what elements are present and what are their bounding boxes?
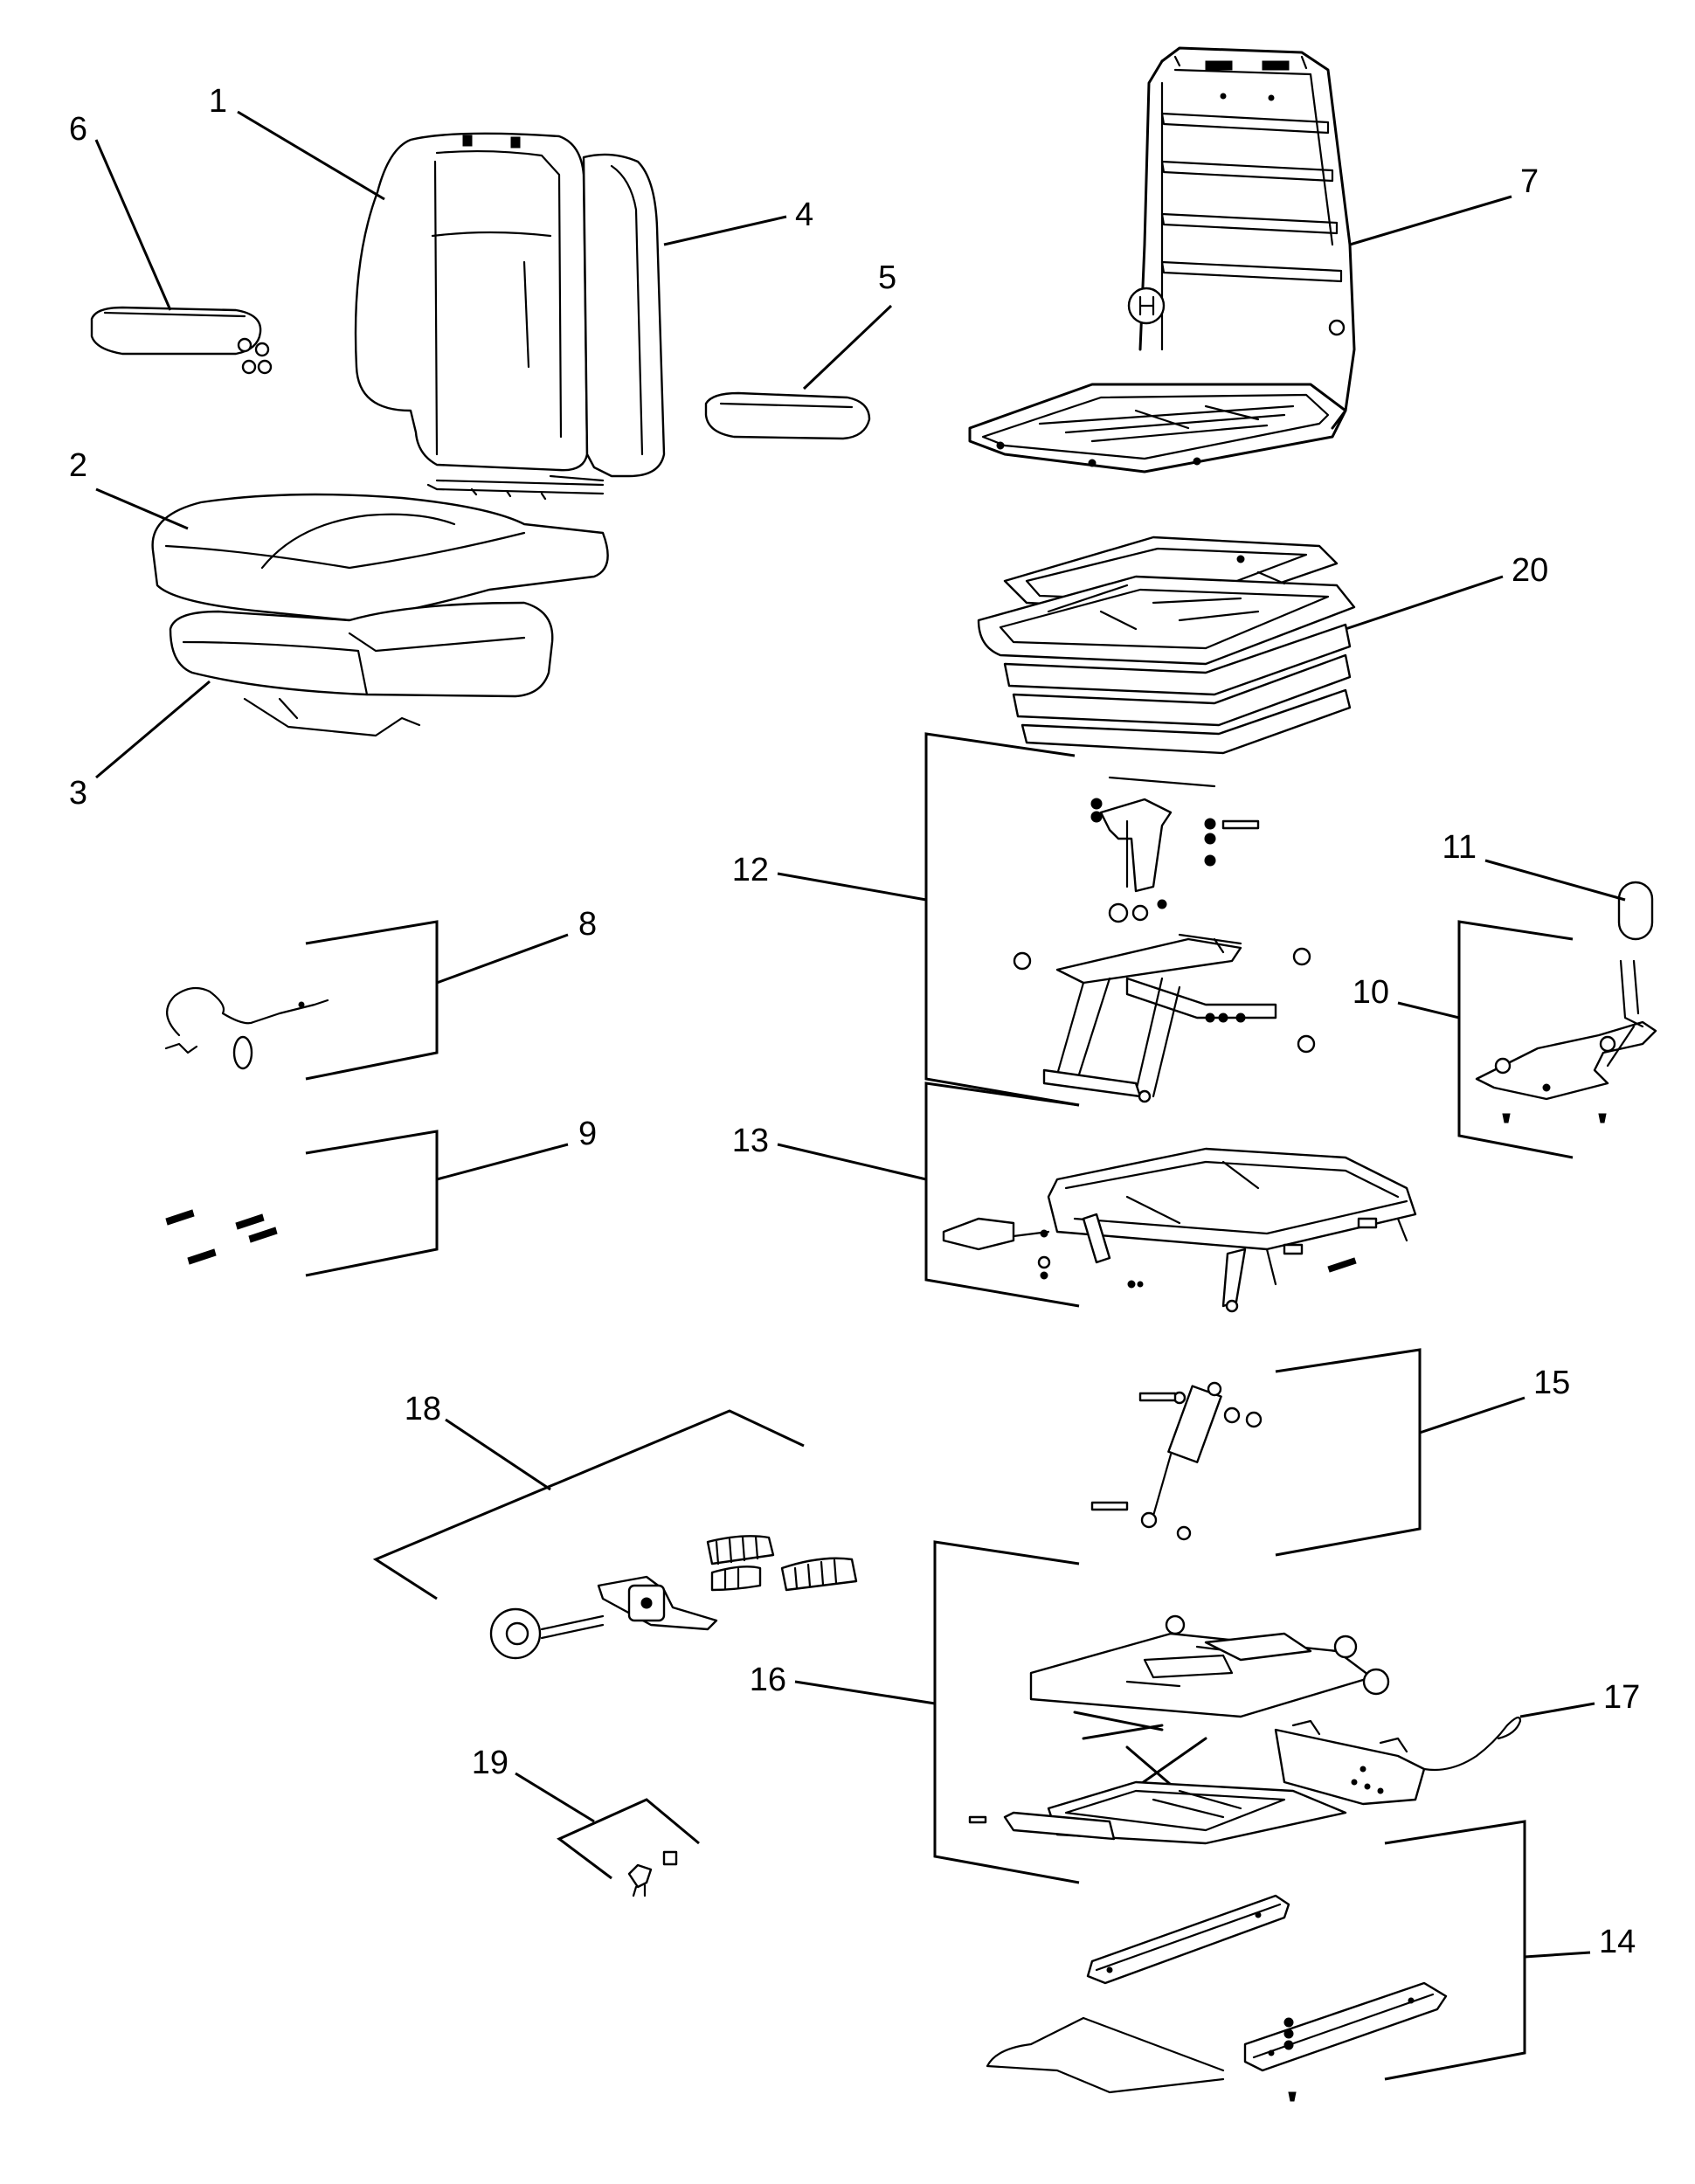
- part-5-armrest-right: [704, 391, 871, 440]
- part-4-backrest-shell: [426, 153, 666, 501]
- part-7-seat-frame: [968, 46, 1356, 473]
- label-8: 8: [578, 906, 597, 943]
- part-10-lever-bracket: [1457, 920, 1657, 1159]
- callout-labels: 1 2 3 4 5 6 7 8 9 10 11 12 13 14 15 16 1…: [69, 83, 1640, 1960]
- leader-8: [436, 933, 569, 985]
- label-9: 9: [578, 1116, 597, 1152]
- part-20-suspension-bellows: [977, 536, 1356, 755]
- leader-4: [663, 215, 787, 246]
- leader-lines: [94, 110, 1626, 1959]
- part-6-armrest-left: [90, 306, 273, 375]
- part-15-damper: [1090, 1348, 1422, 1557]
- label-1: 1: [209, 83, 227, 120]
- leader-9: [436, 1143, 569, 1181]
- part-17-cable-loop: [1422, 1716, 1522, 1772]
- leader-17: [1519, 1702, 1595, 1718]
- leader-14: [1524, 1951, 1591, 1959]
- part-14-slide-rails: [986, 1820, 1526, 2102]
- leader-18: [445, 1418, 551, 1491]
- label-12: 12: [732, 852, 769, 888]
- leader-13: [777, 1143, 927, 1181]
- label-14: 14: [1599, 1924, 1636, 1960]
- part-3-seat-base: [169, 601, 554, 737]
- label-10: 10: [1353, 974, 1389, 1011]
- leader-7: [1349, 195, 1512, 246]
- part-19-clip: [557, 1798, 700, 1897]
- label-2: 2: [69, 447, 87, 484]
- leader-15: [1419, 1396, 1526, 1434]
- part-2-seat-cushion: [151, 493, 609, 622]
- part-11-knob: [1617, 881, 1654, 941]
- leader-2: [95, 487, 189, 530]
- label-5: 5: [878, 259, 896, 296]
- label-11: 11: [1442, 829, 1477, 866]
- part-12-tilt-mechanism: [924, 732, 1316, 1107]
- part-16-scissor-base: [933, 1540, 1426, 1884]
- leader-1: [237, 110, 385, 201]
- leader-12: [777, 872, 927, 902]
- leader-19: [515, 1772, 595, 1823]
- leader-16: [794, 1680, 936, 1705]
- label-7: 7: [1520, 163, 1539, 200]
- label-13: 13: [732, 1123, 769, 1159]
- leader-11: [1484, 859, 1626, 902]
- leader-3: [95, 680, 211, 779]
- label-20: 20: [1512, 552, 1548, 589]
- part-1-backrest-cushion: [354, 132, 589, 472]
- leader-6: [94, 139, 172, 311]
- part-18-spring-kit: [372, 1409, 858, 1660]
- leader-20: [1345, 575, 1504, 631]
- label-6: 6: [69, 111, 87, 148]
- label-3: 3: [69, 775, 87, 812]
- label-16: 16: [750, 1662, 786, 1698]
- leader-10: [1397, 1001, 1460, 1019]
- label-19: 19: [472, 1745, 508, 1781]
- part-13-slide-frame: [924, 1082, 1417, 1313]
- label-17: 17: [1603, 1679, 1640, 1716]
- label-4: 4: [795, 197, 813, 233]
- part-9-pins: [165, 1130, 439, 1277]
- leader-5: [802, 304, 893, 390]
- label-18: 18: [405, 1391, 441, 1427]
- part-8-cable-kit: [164, 920, 439, 1081]
- label-15: 15: [1533, 1365, 1570, 1401]
